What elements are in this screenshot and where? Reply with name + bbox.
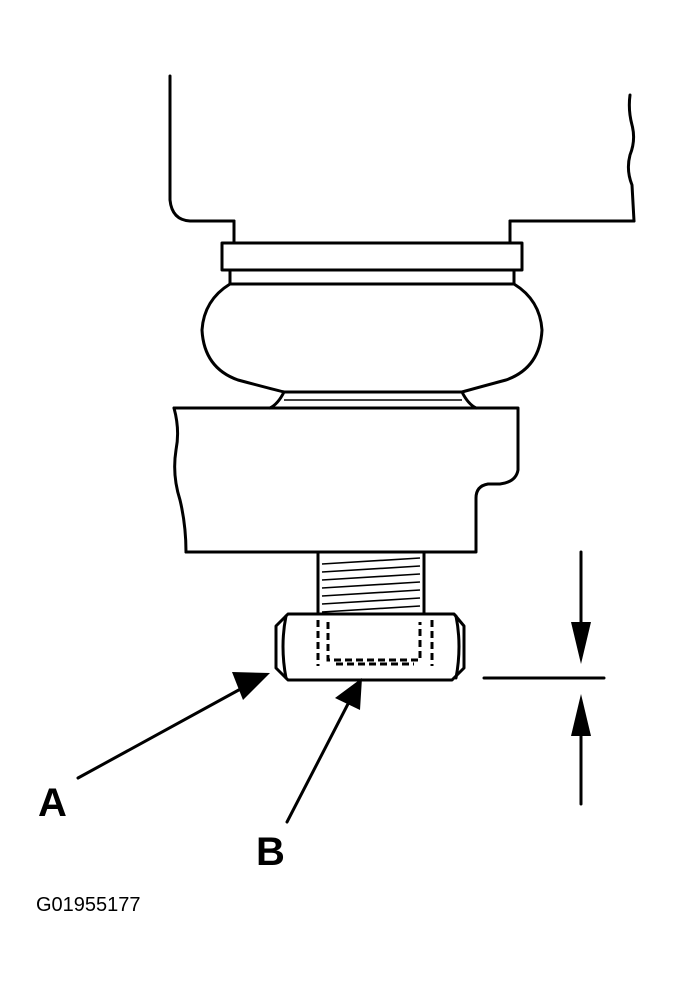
- dimension-indicator: [482, 550, 606, 806]
- arrow-up-head: [571, 694, 591, 736]
- adjusting-nut: [274, 612, 466, 682]
- leader-arrow-a: [76, 672, 270, 780]
- leader-arrow-b: [285, 678, 362, 824]
- callout-label-a: A: [38, 781, 67, 825]
- callout-label-b: B: [256, 830, 285, 874]
- lower-block: [172, 406, 520, 554]
- threaded-stud: [316, 550, 426, 616]
- flange-collar: [220, 219, 524, 286]
- upper-housing: [168, 74, 636, 223]
- figure-code: G01955177: [36, 894, 141, 916]
- rubber-bushing: [200, 282, 544, 410]
- arrow-down-head: [571, 622, 591, 664]
